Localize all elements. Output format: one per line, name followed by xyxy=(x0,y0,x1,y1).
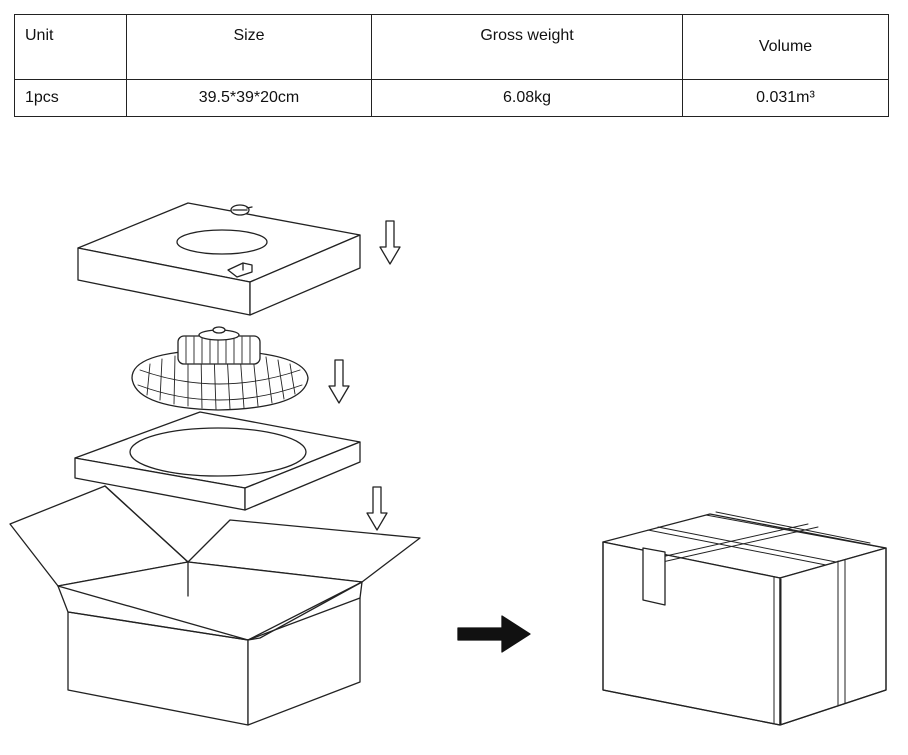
cell-size: 39.5*39*20cm xyxy=(126,79,372,117)
sealed-carton xyxy=(602,511,887,726)
arrow-down-icon xyxy=(366,486,388,531)
arrow-down-icon xyxy=(328,359,350,404)
header-unit: Unit xyxy=(14,14,127,80)
bracket-icon xyxy=(227,262,253,278)
arrow-right-icon xyxy=(457,615,531,653)
cell-gross-weight: 6.08kg xyxy=(371,79,683,117)
screw-icon xyxy=(230,204,253,216)
open-carton xyxy=(9,485,421,726)
header-size: Size xyxy=(126,14,372,80)
cell-volume: 0.031m³ xyxy=(682,79,889,117)
ufo-high-bay-light xyxy=(131,326,309,411)
packing-spec-table: Unit Size Gross weight Volume 1pcs 39.5*… xyxy=(14,14,889,117)
foam-bottom-insert xyxy=(74,411,361,511)
header-volume: Volume xyxy=(682,14,889,80)
table-row: 1pcs 39.5*39*20cm 6.08kg 0.031m³ xyxy=(14,79,889,117)
arrow-down-icon xyxy=(379,220,401,265)
foam-top-insert xyxy=(77,202,361,316)
table-header-row: Unit Size Gross weight Volume xyxy=(14,14,889,80)
